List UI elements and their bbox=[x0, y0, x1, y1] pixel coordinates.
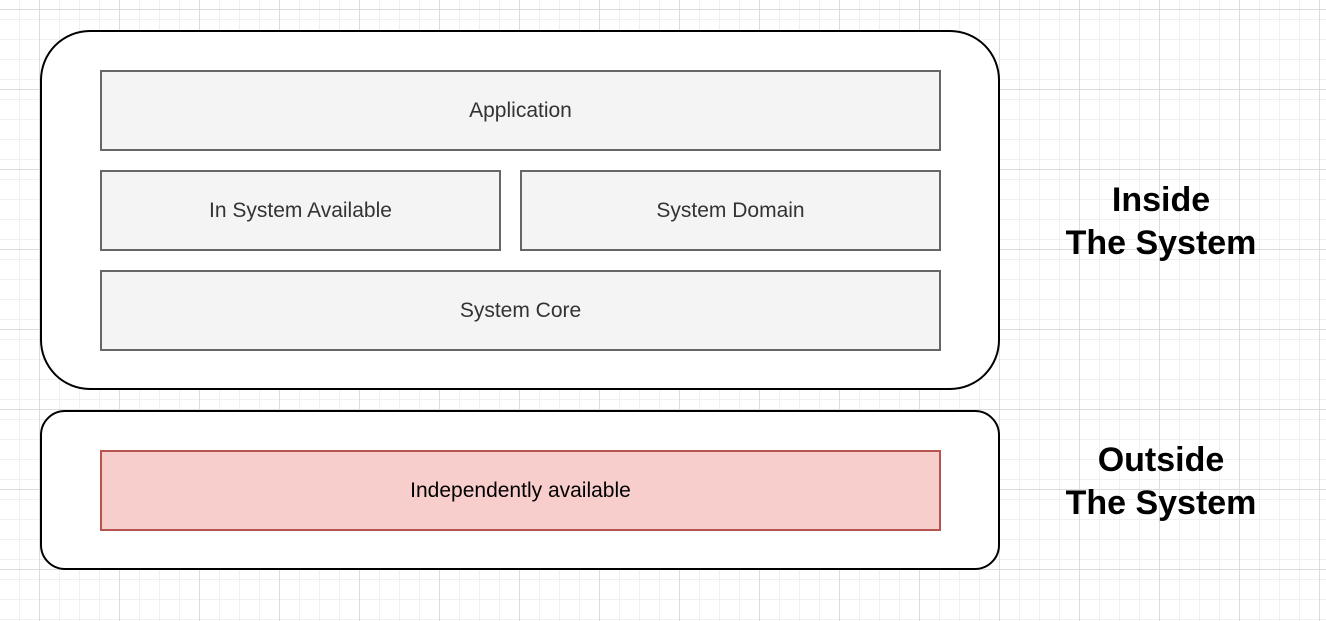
in-system-available-label: In System Available bbox=[209, 198, 392, 222]
inside-label-line-2: The System bbox=[1065, 224, 1257, 262]
outside-label-line-1: Outside bbox=[1097, 441, 1225, 479]
application-label: Application bbox=[469, 98, 572, 122]
in-system-available-box[interactable]: In System Available bbox=[100, 170, 501, 251]
independently-available-box[interactable]: Independently available bbox=[100, 450, 941, 531]
application-box[interactable]: Application bbox=[100, 70, 941, 151]
inside-the-system-label[interactable]: Inside The System bbox=[1040, 179, 1282, 265]
independently-available-label: Independently available bbox=[410, 478, 631, 502]
outside-the-system-label[interactable]: Outside The System bbox=[1040, 439, 1282, 525]
system-core-label: System Core bbox=[459, 298, 582, 322]
inside-label-line-1: Inside bbox=[1111, 181, 1211, 219]
system-core-box[interactable]: System Core bbox=[100, 270, 941, 351]
system-domain-box[interactable]: System Domain bbox=[520, 170, 941, 251]
outside-label-line-2: The System bbox=[1065, 484, 1257, 522]
system-domain-label: System Domain bbox=[656, 198, 805, 222]
